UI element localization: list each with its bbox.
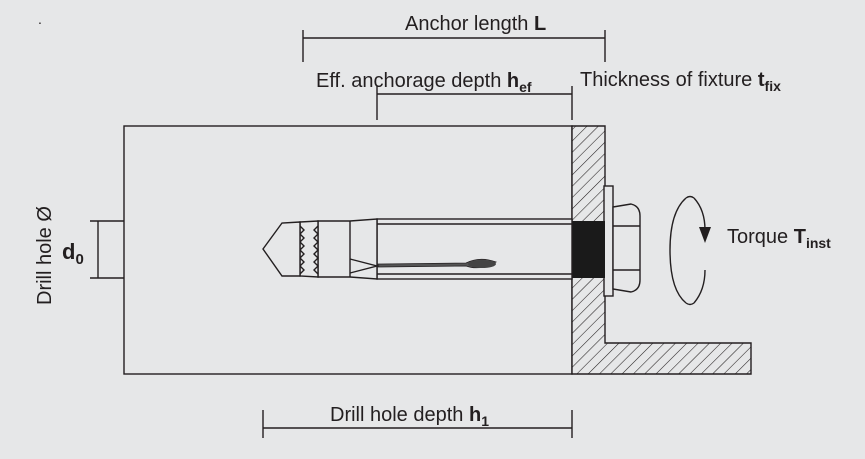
d0-label: d0 [62,239,84,268]
sleeve-fixture-section [572,221,605,278]
eff-depth-dimension [376,86,573,120]
drill-diameter-label: Drill hole Ø [34,206,56,305]
stray-dot: . [38,11,42,27]
eff-depth-label: Eff. anchorage depth hef [316,70,532,95]
fixture-thickness-label: Thickness of fixture tfix [580,69,781,94]
anchor-sleeve [376,218,573,280]
drill-depth-dimension [262,410,573,438]
anchor-length-label: Anchor length L [405,13,546,35]
torque-arrow [669,195,711,306]
expansion-slot [377,258,497,269]
expansion-cone [317,218,380,280]
anchor-length-dimension [302,30,606,62]
washer [603,185,614,297]
hex-nut [612,203,641,293]
torque-label: Torque Tinst [727,226,831,251]
drill-depth-label: Drill hole depth h1 [330,404,489,429]
threaded-tip [299,220,319,278]
cone-point [262,221,301,277]
drill-diameter-dimension [90,220,124,279]
fixture-hatched [571,125,752,375]
